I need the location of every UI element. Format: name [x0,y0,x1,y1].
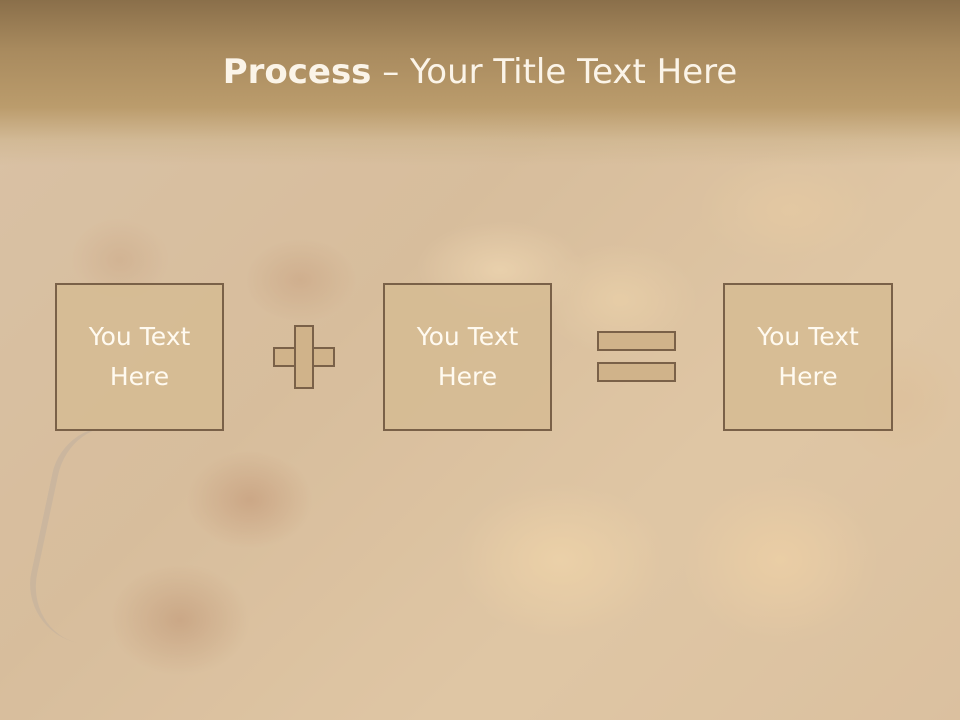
text-box-1-label: You Text Here [88,322,191,391]
text-box-3: You Text Here [723,283,893,431]
title-rest: – Your Title Text Here [371,52,738,92]
title-band [0,0,960,165]
text-box-2-label: You Text Here [416,322,519,391]
equals-icon [597,331,676,383]
text-box-2: You Text Here [383,283,552,431]
slide-title: Process – Your Title Text Here [0,52,960,92]
title-bold: Process [222,52,372,92]
text-box-3-label: You Text Here [757,322,859,391]
text-box-1: You Text Here [55,283,224,431]
plus-icon [273,325,335,389]
